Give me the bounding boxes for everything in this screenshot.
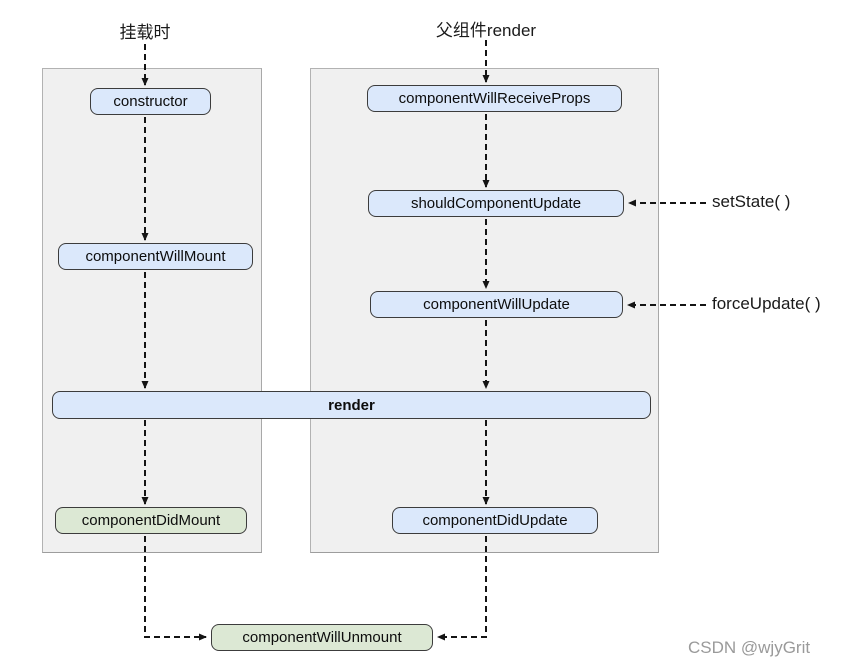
node-component-will-update: componentWillUpdate	[370, 291, 623, 318]
parent-render-title: 父组件render	[435, 21, 537, 40]
setstate-label: setState( )	[712, 192, 791, 211]
node-component-did-update: componentDidUpdate	[392, 507, 598, 534]
node-should-component-update: shouldComponentUpdate	[368, 190, 624, 217]
node-component-will-receive-props: componentWillReceiveProps	[367, 85, 622, 112]
forceupdate-label: forceUpdate( )	[712, 294, 821, 313]
node-render: render	[52, 391, 651, 419]
node-component-will-unmount: componentWillUnmount	[211, 624, 433, 651]
mount-lifecycle-panel	[42, 68, 262, 553]
watermark: CSDN @wjyGrit	[688, 638, 811, 657]
mount-phase-title: 挂载时	[119, 23, 171, 42]
node-component-will-mount: componentWillMount	[58, 243, 253, 270]
node-constructor: constructor	[90, 88, 211, 115]
node-component-did-mount: componentDidMount	[55, 507, 247, 534]
